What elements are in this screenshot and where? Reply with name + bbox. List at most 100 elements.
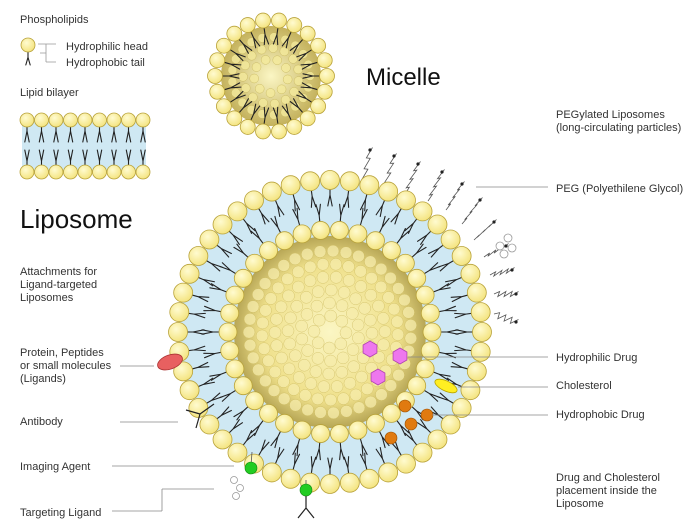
lipid-head bbox=[239, 17, 256, 33]
peg-label: PEG (Polyethilene Glycol) bbox=[556, 183, 684, 195]
lipid-head bbox=[275, 413, 294, 433]
core-head bbox=[299, 389, 312, 402]
lipid-tail bbox=[25, 50, 31, 66]
core-head bbox=[334, 337, 348, 351]
lipid-head bbox=[280, 468, 301, 489]
core-head bbox=[326, 244, 340, 258]
lipid-head bbox=[275, 231, 294, 251]
micelle-inner-head bbox=[293, 76, 304, 86]
core-head bbox=[391, 328, 405, 341]
lipid-head bbox=[366, 413, 385, 433]
core-head bbox=[329, 258, 343, 271]
core-head bbox=[364, 288, 378, 302]
core-head bbox=[351, 318, 365, 332]
core-head bbox=[259, 374, 272, 388]
lipid-head bbox=[310, 98, 327, 115]
lipid-head bbox=[121, 164, 136, 180]
lipid-head bbox=[422, 322, 442, 342]
core-head bbox=[364, 255, 377, 268]
antibody-label: Antibody bbox=[20, 416, 63, 428]
core-head bbox=[335, 366, 349, 379]
peg-bead bbox=[499, 249, 509, 259]
peg-end bbox=[392, 154, 396, 158]
core-head bbox=[339, 326, 353, 339]
core-head bbox=[281, 272, 294, 286]
lipid-head bbox=[339, 171, 360, 192]
core-head bbox=[387, 302, 401, 316]
protein-ligand-label: Protein, Peptides or small molecules (Li… bbox=[20, 347, 112, 385]
micelle-title: Micelle bbox=[366, 64, 441, 91]
lipid-head bbox=[292, 420, 312, 440]
lipid-head bbox=[199, 414, 220, 435]
hydrophobic-drug-molecule bbox=[398, 399, 412, 413]
lipid-head bbox=[226, 25, 243, 42]
core-head bbox=[365, 326, 379, 340]
lipid-bilayer-diagram bbox=[19, 112, 151, 180]
drug-molecules bbox=[362, 340, 458, 445]
core-head bbox=[352, 401, 366, 414]
peg-end bbox=[460, 182, 464, 186]
core-head bbox=[281, 324, 295, 338]
core-head bbox=[349, 388, 363, 402]
lipid-head bbox=[451, 246, 472, 266]
core-head bbox=[372, 299, 385, 313]
lipid-head bbox=[407, 376, 427, 396]
lipid-head bbox=[460, 263, 481, 284]
targeting-ligand-label: Targeting Ligand bbox=[20, 507, 102, 519]
core-head bbox=[377, 312, 390, 325]
lipid-head bbox=[271, 123, 287, 140]
core-head bbox=[382, 291, 395, 304]
lipid-head bbox=[382, 403, 401, 423]
hydrophobic-tail-label: Hydrophobic tail bbox=[66, 57, 145, 69]
micelle-inner-head bbox=[269, 99, 280, 109]
core-head bbox=[243, 312, 257, 326]
core-head bbox=[270, 339, 283, 352]
lipid-head bbox=[339, 472, 360, 493]
lipid-head bbox=[92, 164, 107, 180]
core-head bbox=[292, 265, 305, 279]
core-head bbox=[316, 271, 330, 284]
lipid-head bbox=[220, 341, 240, 361]
lipid-head bbox=[451, 398, 472, 418]
pegylated-heading: PEGylated Liposomes (long-circulating pa… bbox=[556, 109, 682, 134]
core-head bbox=[354, 280, 368, 293]
lipid-head bbox=[169, 302, 190, 323]
bilayer-band bbox=[22, 120, 146, 172]
lipid-head bbox=[245, 391, 265, 411]
lipid-head bbox=[215, 37, 232, 54]
core-head bbox=[340, 405, 353, 418]
core-head bbox=[346, 307, 359, 320]
lipid-head bbox=[255, 123, 271, 140]
lipid-head bbox=[48, 164, 64, 180]
peg-end bbox=[514, 292, 518, 296]
core-head bbox=[372, 350, 386, 364]
micelle-inner-head bbox=[231, 54, 241, 64]
peg-end bbox=[416, 162, 420, 166]
micelle-inner-head bbox=[268, 43, 278, 53]
core-head bbox=[375, 388, 388, 401]
peg-chain bbox=[473, 219, 497, 241]
micelle-inner-head bbox=[289, 87, 299, 97]
core-head bbox=[364, 313, 377, 327]
lipid-head bbox=[209, 52, 226, 69]
lipid-head bbox=[121, 112, 136, 128]
lipid-head bbox=[415, 285, 435, 305]
lipid-head bbox=[412, 201, 433, 222]
lipid-head bbox=[77, 164, 93, 180]
core-head bbox=[242, 325, 256, 339]
core-head bbox=[342, 274, 356, 287]
micelle-inner-head bbox=[281, 63, 291, 73]
micelle-inner-head bbox=[231, 88, 241, 98]
micelle-inner-head bbox=[248, 92, 258, 103]
core-head bbox=[346, 343, 360, 356]
core-head bbox=[274, 300, 288, 314]
peg-chain bbox=[404, 161, 421, 195]
core-head bbox=[295, 332, 309, 346]
lipid-head bbox=[319, 68, 335, 84]
core-head bbox=[258, 277, 272, 290]
core-head bbox=[243, 338, 257, 352]
core-head bbox=[352, 249, 365, 263]
protein-ligand-molecule bbox=[157, 353, 183, 371]
lipid-head bbox=[460, 380, 481, 401]
lipid-head bbox=[63, 164, 78, 180]
